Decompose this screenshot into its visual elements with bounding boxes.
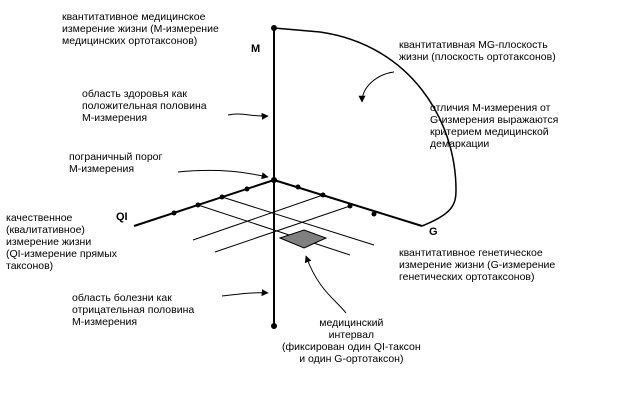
arrow-border-threshold [177, 169, 269, 180]
border-threshold-label: пограничный порог M-измерения [69, 151, 163, 175]
grid-line [197, 204, 351, 256]
g-dimension-label: квантитативное генетическое измерение жи… [399, 247, 556, 283]
medical-interval-cell [278, 229, 328, 249]
ql-axis-dot [244, 186, 250, 192]
g-axis-dot [371, 211, 377, 217]
g-axis-dot [295, 184, 301, 190]
m-axis-bottom-dot [271, 323, 277, 329]
grid-line [214, 205, 351, 253]
ql-axis-line [133, 179, 275, 227]
ql-axis-label: QI [116, 211, 128, 223]
m-dimension-label: квантитативное медицинское измерение жиз… [62, 11, 219, 47]
arrow-disease-region [221, 289, 269, 297]
medical-interval-label: медицинский интервал (фиксирован один QI… [282, 317, 421, 365]
ql-dimension-label: качественное (квалитативное) измерение ж… [6, 212, 118, 272]
g-axis-label: G [429, 226, 438, 238]
ql-axis-dot [171, 210, 177, 216]
m-axis-label: M [251, 43, 261, 55]
mg-plane-arc [273, 27, 457, 227]
mg-plane-label: квантитативная MG-плоскость жизни (плоск… [399, 39, 556, 63]
arrow-medical-interval [304, 255, 347, 314]
grid-line [192, 194, 324, 241]
health-region-label: область здоровья как положительная полов… [82, 88, 207, 124]
grid-line [221, 196, 375, 246]
disease-region-label: область болезни как отрицательная полови… [72, 292, 195, 328]
m-vs-g-label: отличия M-измерения от G-измерения выраж… [430, 102, 559, 150]
arrow-mg-plane [358, 71, 395, 103]
arrow-health-region [227, 112, 269, 120]
